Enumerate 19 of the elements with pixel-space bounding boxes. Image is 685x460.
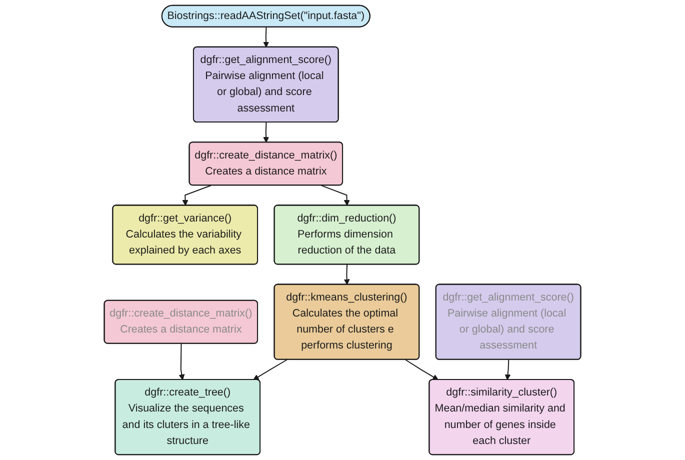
process-box: dgfr::get_alignment_score() Pairwise alignment (local or global) and score assessment bbox=[192, 46, 339, 123]
process-box: dgfr::get_variance() Calculates the variability explained by each axes bbox=[112, 204, 258, 265]
arrow bbox=[321, 184, 350, 206]
arrow bbox=[182, 184, 212, 206]
process-box: dgfr::create_distance_matrix() Creates a distance matrix bbox=[104, 300, 258, 344]
process-box: dgfr::get_alignment_score() Pairwise alignment (local or global) and score assessment bbox=[435, 284, 582, 360]
arrow bbox=[263, 122, 269, 143]
arrow bbox=[178, 344, 185, 380]
process-box: dgfr::create_tree() Visualize the sequences and its cluters in a tree-like structure bbox=[114, 379, 261, 456]
process-box: dgfr::kmeans_clustering() Calculates the optimal number of clusters e performs clustering bbox=[274, 284, 420, 360]
process-box: dgfr::similarity_cluster() Mean/median similarity and number of genes inside each cluster bbox=[428, 379, 575, 456]
process-box: dgfr::create_distance_matrix() Creates a distance matrix bbox=[188, 142, 344, 186]
arrow bbox=[263, 27, 269, 48]
arrow bbox=[405, 359, 438, 380]
arrow bbox=[253, 359, 288, 380]
process-box: Biostrings::readAAStringSet("input.fasta") bbox=[161, 4, 370, 28]
process-box: dgfr::dim_reduction() Performs dimension reduction of the data bbox=[274, 204, 420, 265]
arrow bbox=[504, 360, 511, 380]
arrow bbox=[344, 264, 350, 285]
